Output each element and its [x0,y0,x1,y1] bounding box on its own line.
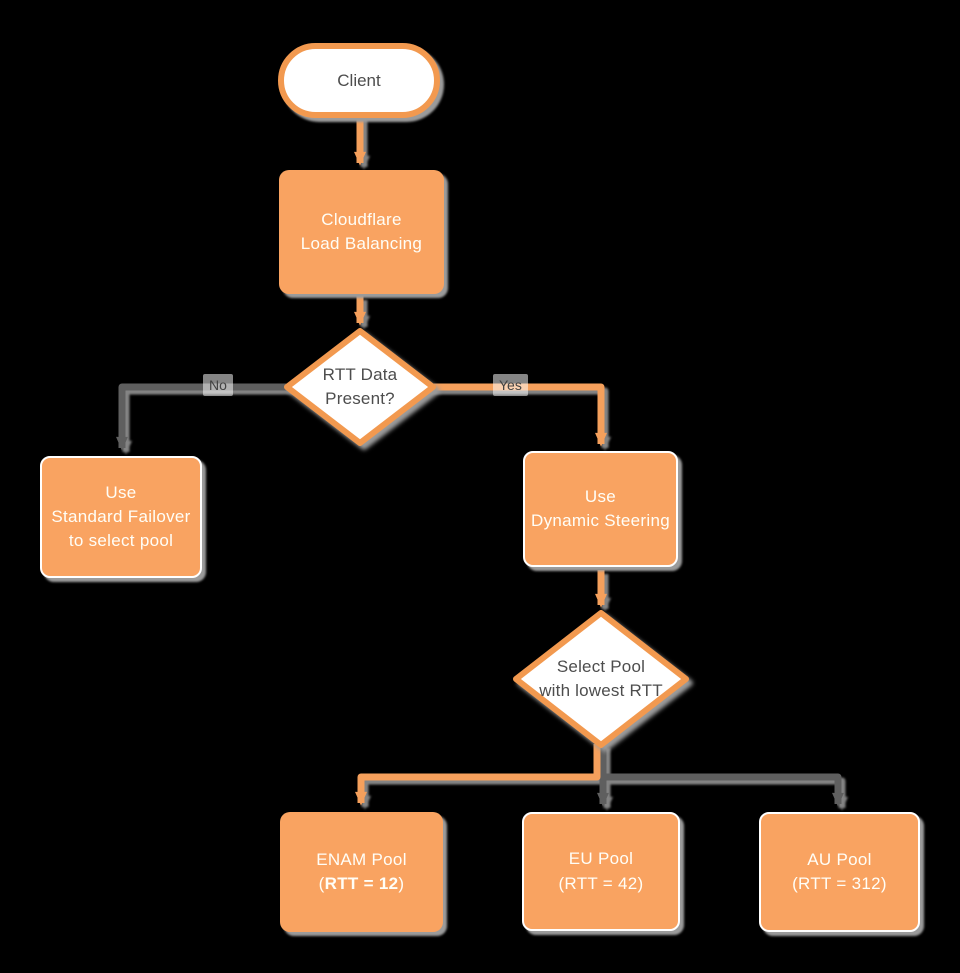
edge-label-yes: Yes [493,374,528,396]
node-eu-pool-line2: (RTT = 42) [558,873,644,893]
node-rtt-decision-line1: RTT Data [322,365,398,385]
node-dynamic-steering: Use Dynamic Steering [523,451,678,567]
enam-rtt-bold: RTT = 12 [324,874,399,893]
node-standard-failover-line3: to select pool [68,531,174,551]
select-pool-diamond-shape [513,610,689,748]
node-au-pool-line1: AU Pool [807,849,872,869]
node-client: Client [278,43,440,118]
node-eu-pool: EU Pool (RTT = 42) [522,812,680,931]
edge-label-no: No [203,374,233,396]
node-rtt-decision: RTT Data Present? [283,327,437,447]
node-enam-pool-line2: (RTT = 12) [318,874,405,893]
node-select-pool: Select Pool with lowest RTT [512,609,690,749]
node-standard-failover: Use Standard Failover to select pool [40,456,202,578]
node-select-pool-line2: with lowest RTT [539,681,663,700]
node-eu-pool-line1: EU Pool [568,849,634,869]
node-au-pool: AU Pool (RTT = 312) [759,812,920,932]
node-load-balancer-line1: Cloudflare [321,209,402,229]
node-enam-pool-line1: ENAM Pool [316,849,407,869]
edge-decision-to-standard-failover [116,383,299,451]
node-client-label: Client [337,70,381,90]
node-au-pool-line2: (RTT = 312) [792,874,887,893]
node-dynamic-steering-line1: Use [584,486,617,506]
node-rtt-decision-line2: Present? [325,389,395,408]
node-standard-failover-line2: Standard Failover [51,506,191,526]
node-load-balancer-line2: Load Balancing [300,234,423,253]
edge-decision-to-dynamic-steering [421,383,607,447]
node-standard-failover-line1: Use [105,482,137,502]
node-dynamic-steering-line2: Dynamic Steering [531,511,670,530]
edge-selectpool-to-enam-pool [355,744,601,806]
node-select-pool-line1: Select Pool [556,657,646,677]
node-load-balancer: Cloudflare Load Balancing [279,170,444,294]
node-enam-pool: ENAM Pool (RTT = 12) [280,812,443,932]
edge-selectpool-to-au-pool [603,773,844,807]
rtt-decision-diamond-shape [284,328,436,446]
